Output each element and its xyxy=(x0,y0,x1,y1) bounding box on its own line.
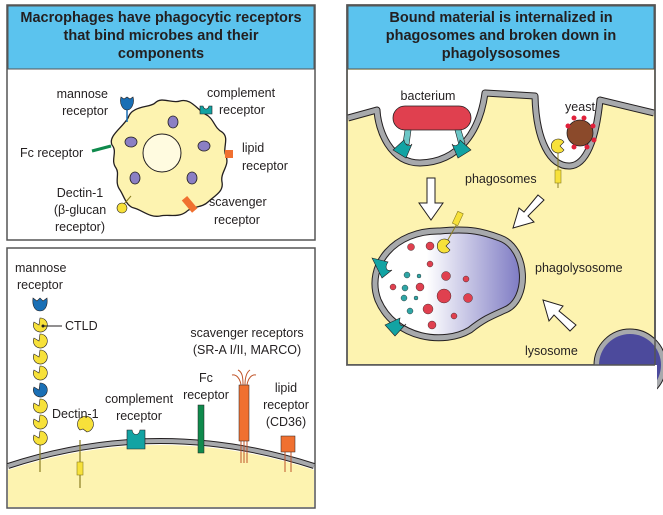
granules xyxy=(124,115,211,185)
label-fc-receptor: Fc receptor xyxy=(20,146,83,160)
yeast-icon xyxy=(565,115,597,150)
label-b-scavenger-2: (SR-A I/II, MARCO) xyxy=(193,343,301,357)
label-mannose-receptor-2: receptor xyxy=(62,104,108,118)
lysosome-icon xyxy=(347,300,663,515)
label-b-lipid-1: lipid xyxy=(275,381,297,395)
arrow-lysosome-icon xyxy=(542,299,577,332)
label-b-dectin-1: Dectin-1 xyxy=(52,407,99,421)
label-b-mannose-1: mannose xyxy=(15,261,66,275)
panel-macrophage-receptors: Macrophages have phagocytic receptors th… xyxy=(6,4,316,241)
dectin-1-bound-icon xyxy=(551,138,565,188)
arrow-diagonal-icon xyxy=(512,194,545,229)
label-complement-receptor-2: receptor xyxy=(219,103,265,117)
panel-c-title-line-2: phagosomes and broken down in xyxy=(386,28,616,44)
fc-receptor-icon xyxy=(91,144,112,153)
label-b-scavenger-1: scavenger receptors xyxy=(190,326,303,340)
nucleus xyxy=(142,133,182,173)
panel-phagocytosis: Bound material is internalized in phagos… xyxy=(346,4,663,515)
label-complement-receptor-1: complement xyxy=(207,86,276,100)
label-beta-glucan: (β-glucan xyxy=(54,203,106,217)
label-lipid-receptor-2: receptor xyxy=(242,159,288,173)
scavenger-receptor-structure-icon xyxy=(231,369,257,463)
panel-c-title-line-3: phagolysosomes xyxy=(442,46,560,62)
lipid-receptor-icon xyxy=(225,150,233,158)
panel-receptor-structures: mannose receptor CTLD Dectin-1 complemen… xyxy=(6,247,316,509)
label-b-fc-2: receptor xyxy=(183,388,229,402)
mannose-receptor-icon xyxy=(120,96,134,122)
label-scavenger-receptor-1: scavenger xyxy=(209,195,267,209)
scavenger-receptor-icon xyxy=(181,195,198,213)
dectin-1-structure-icon xyxy=(76,415,94,488)
panel-a-title-line-1: Macrophages have phagocytic receptors xyxy=(20,10,301,26)
label-bacterium: bacterium xyxy=(401,89,456,103)
panel-a-title-line-3: components xyxy=(118,46,204,62)
label-b-mannose-2: receptor xyxy=(17,278,63,292)
mannose-receptor-chain-icon xyxy=(32,297,62,472)
label-yeast: yeast xyxy=(565,100,595,114)
complement-receptor-structure-icon xyxy=(126,429,146,450)
label-lipid-receptor-1: lipid xyxy=(242,141,264,155)
label-phagolysosome: phagolysosome xyxy=(535,261,623,275)
label-b-fc-1: Fc xyxy=(199,371,213,385)
label-mannose-receptor-1: mannose xyxy=(57,87,108,101)
fc-receptor-structure-icon xyxy=(197,404,205,454)
label-lysosome: lysosome xyxy=(525,344,578,358)
dectin-1-icon xyxy=(116,195,132,214)
bacterium-icon xyxy=(392,105,472,131)
arrow-down-icon xyxy=(418,177,444,221)
complement-receptor-bound-icon xyxy=(392,129,472,159)
label-dectin-1: Dectin-1 xyxy=(57,186,104,200)
panel-c-header xyxy=(347,5,655,70)
complement-receptor-icon xyxy=(199,105,213,115)
label-b-lipid-2: receptor xyxy=(263,398,309,412)
lipid-receptor-structure-icon xyxy=(280,435,296,472)
panel-c-title-line-1: Bound material is internalized in xyxy=(389,10,612,26)
label-scavenger-receptor-2: receptor xyxy=(214,213,260,227)
phagolysosome-icon xyxy=(371,210,526,342)
label-dectin-receptor: receptor) xyxy=(55,220,105,234)
panel-a-header xyxy=(7,5,315,70)
label-phagosomes: phagosomes xyxy=(465,172,537,186)
label-b-complement-1: complement xyxy=(105,392,174,406)
panel-a-title-line-2: that bind microbes and their xyxy=(64,28,259,44)
label-b-lipid-3: (CD36) xyxy=(266,415,306,429)
label-ctld: CTLD xyxy=(65,319,98,333)
label-b-complement-2: receptor xyxy=(116,409,162,423)
cell-cytoplasm xyxy=(8,445,314,507)
